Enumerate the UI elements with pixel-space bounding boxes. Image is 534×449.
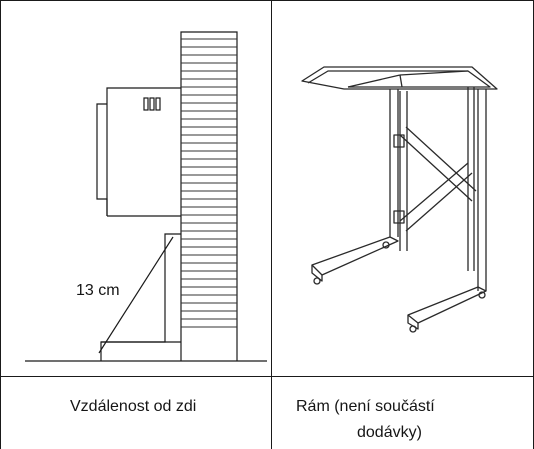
table-border-top bbox=[0, 0, 534, 1]
distance-dimension-label: 13 cm bbox=[76, 282, 120, 299]
frame-stand-illustration bbox=[301, 66, 498, 333]
table-divider-vertical bbox=[271, 0, 272, 449]
frame-caption-line-1: Rám (není součástí bbox=[296, 398, 435, 415]
frame-caption-line-2: dodávky) bbox=[357, 424, 422, 441]
table-divider-horizontal bbox=[0, 376, 534, 377]
table-border-left bbox=[0, 0, 1, 449]
wall-distance-illustration bbox=[25, 31, 267, 362]
wall-distance-caption: Vzdálenost od zdi bbox=[70, 398, 197, 415]
